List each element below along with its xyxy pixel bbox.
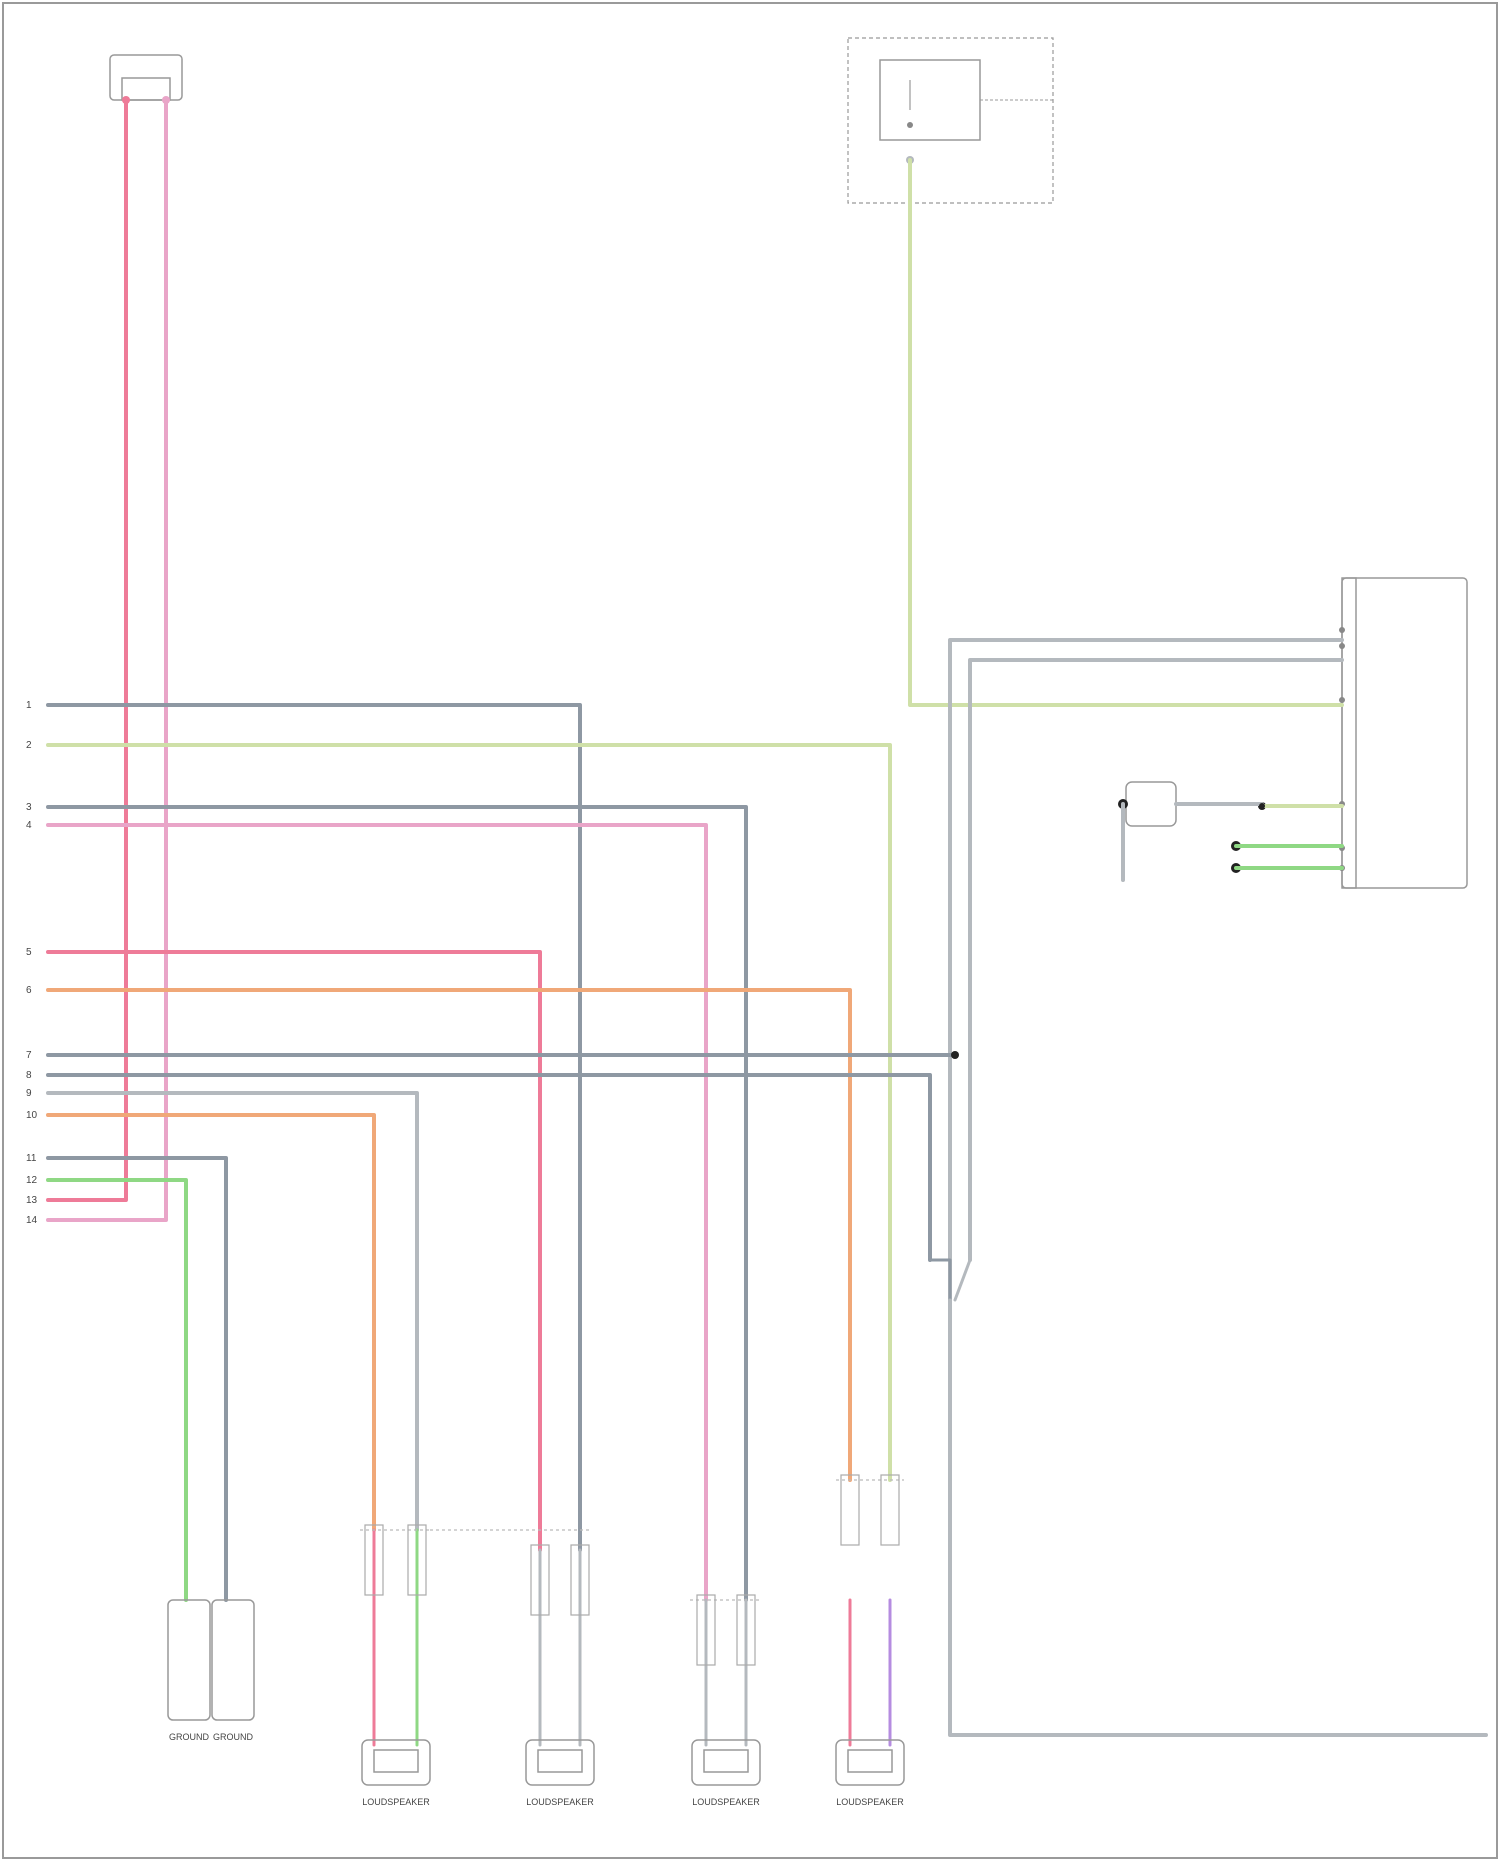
connector-label: GROUND: [213, 1732, 253, 1742]
speaker-4: LOUDSPEAKER: [836, 1740, 904, 1807]
junction-block: [1118, 782, 1266, 873]
wire-pink-main: [48, 100, 166, 1220]
pin-number: 2: [26, 740, 32, 751]
pin-number: 14: [26, 1215, 38, 1226]
connector-label: GROUND: [169, 1732, 209, 1742]
connector-label: LOUDSPEAKER: [692, 1797, 760, 1807]
connector-label: LOUDSPEAKER: [836, 1797, 904, 1807]
wire-pin2-lime: [48, 745, 890, 1480]
connector-label: LOUDSPEAKER: [526, 1797, 594, 1807]
pin-number: 5: [26, 947, 32, 958]
pin-number: 13: [26, 1195, 38, 1206]
wire-pin4-pink: [48, 825, 706, 1600]
wire-splice-a: [930, 1260, 950, 1300]
wire-pin11-gray: [48, 1158, 226, 1600]
inline-connectors: [365, 1475, 899, 1665]
pin-number: 12: [26, 1175, 38, 1186]
wire-lime-top: [910, 160, 1342, 705]
connector-label: LOUDSPEAKER: [362, 1797, 430, 1807]
splice-dots: [951, 803, 1265, 1059]
speaker-3: LOUDSPEAKER: [692, 1740, 760, 1807]
pin-number: 8: [26, 1070, 32, 1081]
pin-number: 11: [26, 1153, 37, 1164]
wire-red-main: [48, 100, 126, 1200]
wire-pin5-red: [48, 952, 540, 1550]
connector-dashes: [360, 1480, 904, 1600]
pin-number: 1: [26, 700, 32, 711]
wires: [48, 100, 1486, 1745]
wire-pin8-gray: [48, 1075, 930, 1260]
top-module: [848, 38, 1053, 203]
center-loudspeaker: [110, 55, 182, 104]
ground-connector: GROUND GROUND: [168, 1600, 254, 1742]
speaker-2: LOUDSPEAKER: [526, 1740, 594, 1807]
pin-numbers: 1 2 3 4 5 6 7 8 9 10 11 12 13 14: [26, 700, 38, 1226]
pin-number: 6: [26, 985, 32, 996]
pin-number: 7: [26, 1050, 32, 1061]
wire-pin10-orange: [48, 1115, 374, 1530]
pin-number: 9: [26, 1088, 32, 1099]
pin-number: 3: [26, 802, 32, 813]
wire-pin3-gray: [48, 807, 746, 1600]
wire-pin12-green: [48, 1180, 186, 1600]
wire-pin6-orange: [48, 990, 850, 1480]
wire-lightgray-b: [970, 660, 1342, 1260]
pin-number: 4: [26, 820, 32, 831]
right-module: [1342, 578, 1467, 888]
speaker-1: LOUDSPEAKER: [362, 1740, 430, 1807]
pin-number: 10: [26, 1110, 38, 1121]
wire-splice-b: [955, 1260, 970, 1300]
